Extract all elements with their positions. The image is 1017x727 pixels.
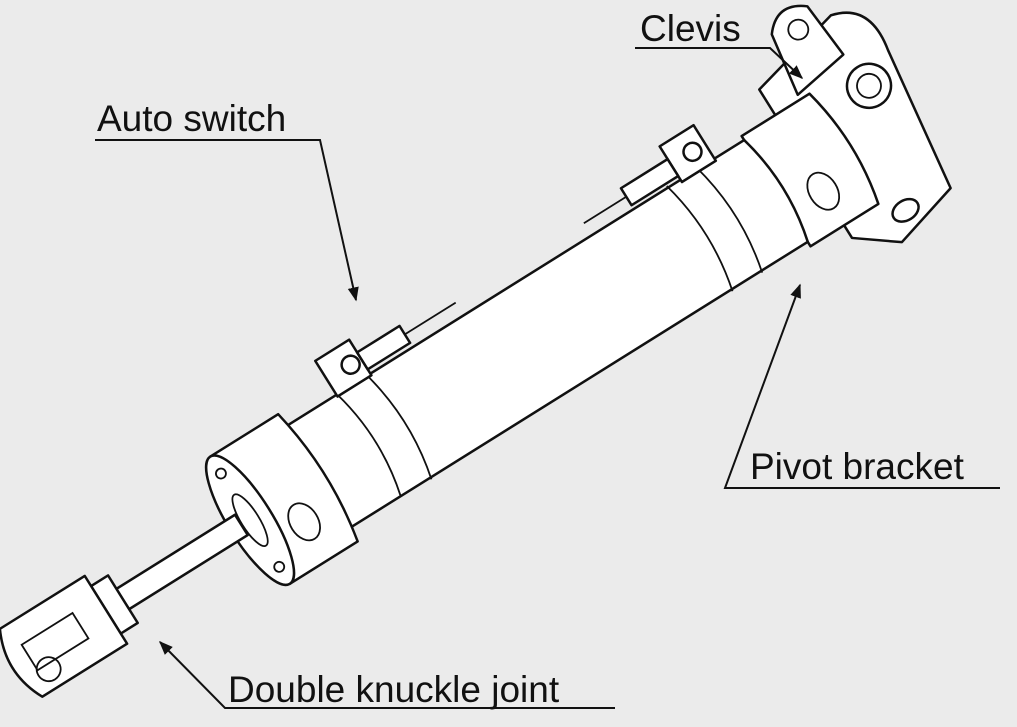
double-knuckle-joint [0, 574, 139, 698]
pivot-bracket-leader [723, 283, 1000, 489]
clevis-leader [635, 47, 804, 79]
cylinder-tube [284, 138, 810, 530]
label-auto-switch: Auto switch [97, 98, 287, 139]
label-clevis: Clevis [640, 8, 741, 49]
front-head [204, 412, 359, 587]
auto-switch-rear [583, 123, 718, 224]
auto-switch-leader [95, 139, 359, 302]
label-pivot-bracket: Pivot bracket [750, 446, 964, 487]
label-double-knuckle-joint: Double knuckle joint [228, 669, 560, 710]
auto-switch-front [313, 301, 457, 398]
piston-rod [115, 513, 249, 611]
double-knuckle-leader [159, 641, 615, 709]
rear-cover [740, 92, 880, 248]
